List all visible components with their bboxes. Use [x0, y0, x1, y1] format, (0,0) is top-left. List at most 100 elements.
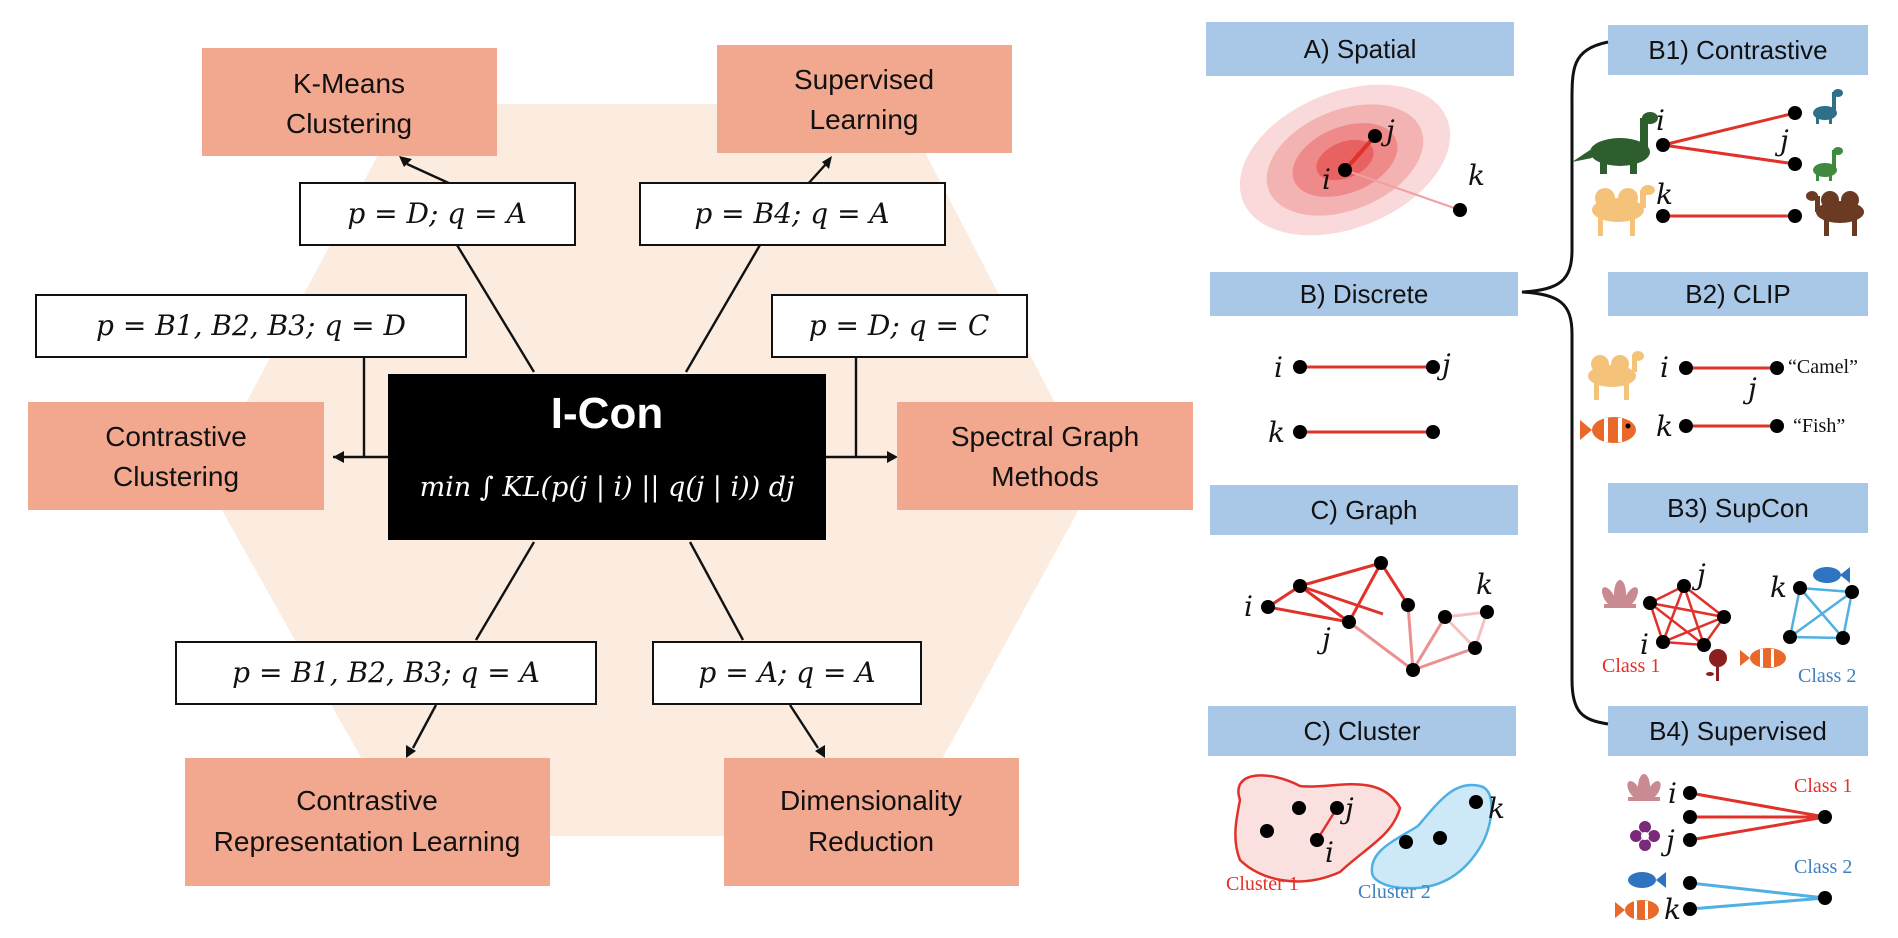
node-label: i — [1668, 777, 1677, 810]
node-label: k — [1770, 571, 1787, 604]
rose-icon — [1706, 649, 1727, 681]
discrete-panel: i j k — [1268, 348, 1451, 449]
node-label: j — [1774, 124, 1789, 157]
class-caption: Class 2 — [1798, 665, 1856, 687]
node-label: k — [1664, 893, 1681, 926]
mapping-text: p = A; q = A — [698, 656, 875, 689]
method-label-line: Contrastive — [105, 421, 247, 452]
fish-icon — [1740, 648, 1786, 668]
mapping-box-contrastive-clustering: p = B1, B2, B3; q = D — [35, 294, 467, 358]
method-label-line: Clustering — [113, 461, 239, 492]
panel-label-text: C) Cluster — [1303, 716, 1420, 746]
node-label: i — [1660, 351, 1669, 384]
panel-label-spatial: A) Spatial — [1206, 22, 1514, 76]
method-box-supervised: Supervised Learning — [717, 45, 1012, 153]
fish-icon — [1813, 567, 1850, 583]
b3-panel: j i k Class 1 Class 2 — [1602, 558, 1859, 687]
node-label: k — [1488, 792, 1505, 825]
method-label-line: Supervised — [794, 64, 934, 95]
method-label-line: Learning — [810, 104, 919, 135]
mapping-box-dimensionality-reduction: p = A; q = A — [652, 641, 922, 705]
cluster-caption: Cluster 1 — [1226, 873, 1299, 895]
b1-panel: i j k — [1572, 89, 1864, 236]
camel-icon — [1592, 185, 1655, 236]
method-box-contrastive-clustering: Contrastive Clustering — [28, 402, 324, 510]
method-label-line: Reduction — [808, 826, 934, 857]
fish-icon — [1580, 417, 1636, 443]
node-label: j — [1691, 558, 1706, 591]
mapping-text: p = D; q = C — [809, 309, 990, 342]
panel-label-b4: B4) Supervised — [1608, 706, 1868, 756]
camel-icon — [1588, 351, 1644, 400]
connector-arrowheads — [333, 156, 898, 758]
mapping-text: p = B1, B2, B3; q = A — [232, 656, 540, 689]
node-label: k — [1468, 159, 1485, 192]
panel-label-text: A) Spatial — [1304, 34, 1417, 64]
panel-label-b2: B2) CLIP — [1608, 272, 1868, 316]
i-con-formula: min ∫ KL(p(j | i) || q(j | i)) dj — [420, 472, 795, 503]
panel-label-text: B1) Contrastive — [1648, 35, 1827, 65]
class-caption: Class 2 — [1794, 856, 1852, 878]
panel-label-text: B3) SupCon — [1667, 493, 1809, 523]
panel-label-text: B) Discrete — [1300, 279, 1429, 309]
mapping-text: p = B1, B2, B3; q = D — [96, 309, 406, 342]
flower-icon — [1630, 821, 1660, 851]
mapping-text: p = B4; q = A — [694, 197, 889, 230]
node-label: i — [1656, 104, 1665, 137]
camel-icon — [1806, 191, 1864, 236]
node-label: j — [1660, 824, 1675, 857]
node-label: k — [1656, 178, 1673, 211]
panel-label-b1: B1) Contrastive — [1608, 25, 1868, 75]
node-label: j — [1316, 622, 1331, 655]
method-box-spectral: Spectral Graph Methods — [897, 402, 1193, 510]
node-label: k — [1656, 410, 1673, 443]
dinosaur-icon — [1813, 147, 1843, 181]
i-con-title: I-Con — [551, 389, 663, 438]
mapping-box-kmeans: p = D; q = A — [299, 182, 576, 246]
spatial-panel: i j k — [1239, 84, 1485, 236]
node-label: i — [1274, 351, 1283, 384]
b4-panel: i j k Class 1 Class 2 — [1615, 774, 1852, 926]
method-label-line: K-Means — [293, 68, 405, 99]
mapping-text: p = D; q = A — [347, 197, 526, 230]
node-label: j — [1742, 372, 1757, 405]
node-label: i — [1244, 590, 1253, 623]
method-label-line: Clustering — [286, 108, 412, 139]
method-box-kmeans: K-Means Clustering — [202, 48, 497, 156]
mapping-box-spectral: p = D; q = C — [771, 294, 1028, 358]
mapping-box-supervised: p = B4; q = A — [639, 182, 946, 246]
text-label-camel: “Camel” — [1788, 356, 1858, 378]
cluster-caption: Cluster 2 — [1358, 881, 1431, 903]
panel-label-discrete: B) Discrete — [1210, 272, 1518, 316]
node-label: k — [1476, 568, 1493, 601]
bracket — [1521, 40, 1609, 726]
panel-label-b3: B3) SupCon — [1608, 483, 1868, 533]
fish-icon — [1615, 900, 1659, 920]
class-caption: Class 1 — [1794, 775, 1852, 797]
cluster-panel: j i k Cluster 1 Cluster 2 — [1226, 774, 1505, 903]
fish-icon — [1628, 872, 1666, 888]
panel-label-text: C) Graph — [1311, 495, 1418, 525]
panel-label-text: B2) CLIP — [1685, 279, 1791, 309]
class-caption: Class 1 — [1602, 655, 1660, 677]
method-label-line: Spectral Graph — [951, 421, 1139, 452]
method-box-dimensionality-reduction: Dimensionality Reduction — [724, 758, 1019, 886]
method-label-line: Dimensionality — [780, 785, 962, 816]
method-label-line: Representation Learning — [214, 826, 521, 857]
lotus-icon — [1602, 580, 1638, 608]
panel-label-cluster: C) Cluster — [1208, 706, 1516, 756]
method-label-line: Contrastive — [296, 785, 438, 816]
dinosaur-icon — [1813, 89, 1843, 124]
mapping-box-contrastive-representation: p = B1, B2, B3; q = A — [175, 641, 597, 705]
method-box-contrastive-representation: Contrastive Representation Learning — [185, 758, 550, 886]
node-label: i — [1640, 628, 1649, 661]
method-label-line: Methods — [991, 461, 1098, 492]
graph-panel: i j k — [1244, 556, 1494, 677]
connector-lines — [333, 162, 890, 749]
dinosaur-icon — [1572, 112, 1658, 174]
node-label: i — [1325, 836, 1334, 869]
b2-panel: i j k “Camel” “Fish” — [1580, 351, 1858, 443]
i-con-center-box: I-Con min ∫ KL(p(j | i) || q(j | i)) dj — [388, 374, 826, 540]
lotus-icon — [1627, 774, 1661, 801]
